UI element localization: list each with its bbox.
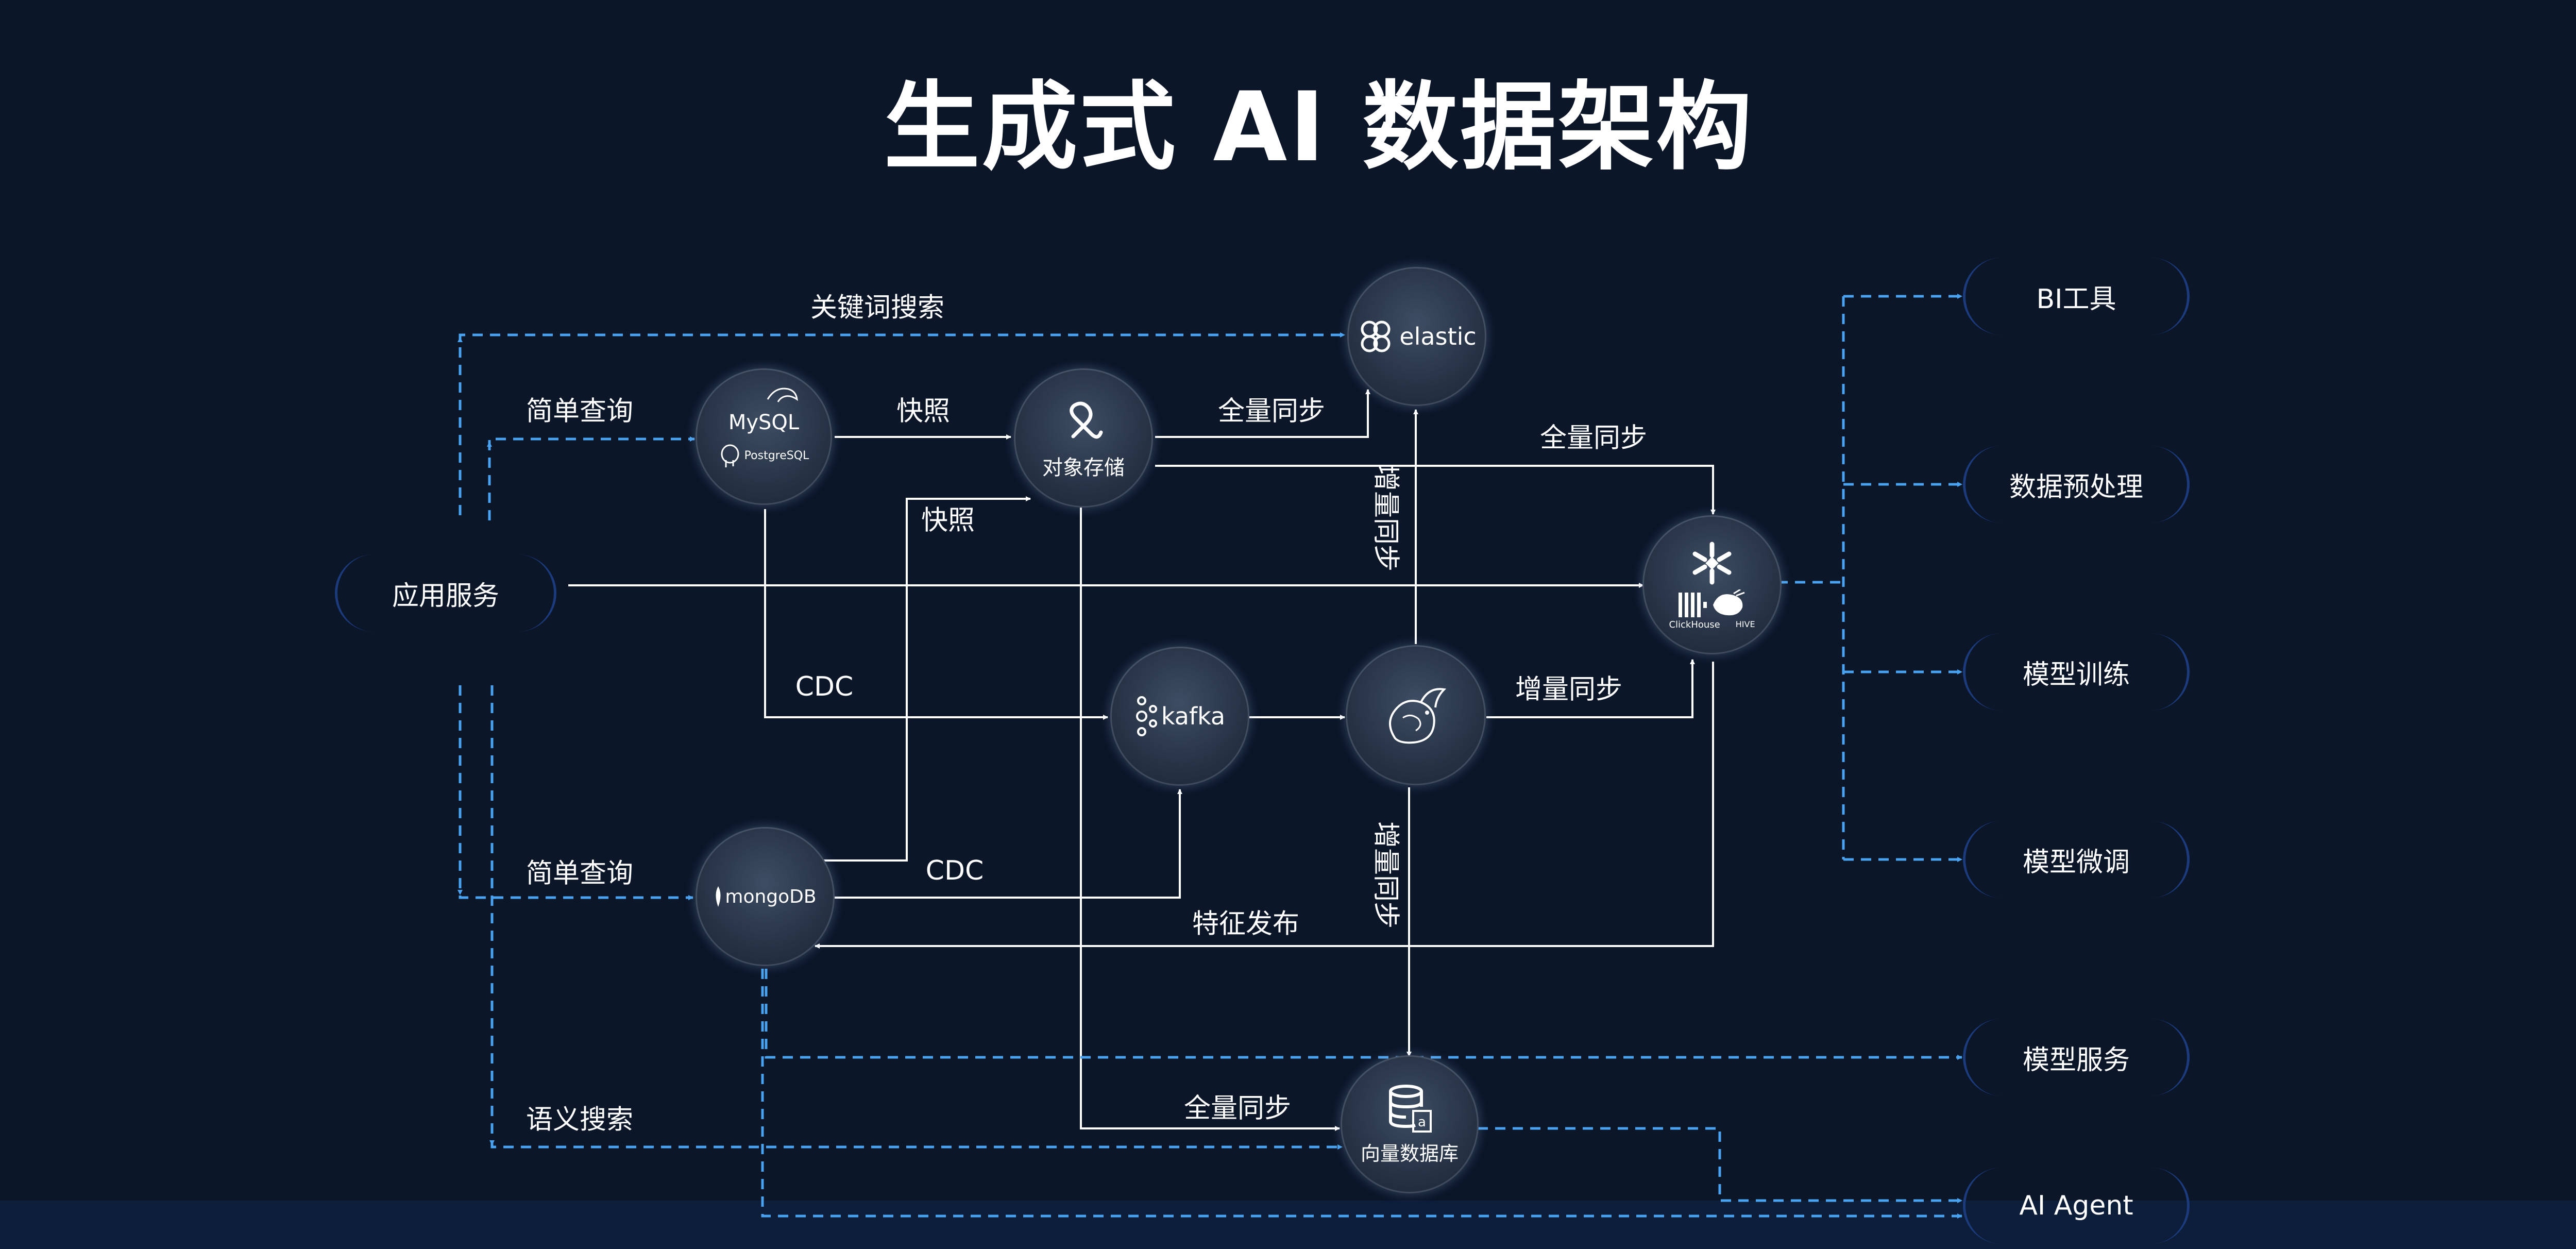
edge-mysql-kafka — [764, 509, 1108, 720]
app-service-node[interactable]: 应用服务 — [335, 554, 556, 632]
snowflake-icon — [1692, 542, 1732, 584]
kafka-label: kafka — [1161, 702, 1226, 730]
flink-squirrel-icon — [1389, 688, 1447, 744]
label-snapshot-top: 快照 — [896, 396, 951, 427]
mysql-label: MySQL — [728, 410, 800, 434]
label-incremental-warehouse: 增量同步 — [1515, 674, 1623, 705]
consumer-model-finetune-label: 模型微调 — [2022, 847, 2130, 878]
label-incremental-vertical-top: 增量同步 — [1370, 464, 1401, 572]
label-simple-query-bottom: 简单查询 — [526, 858, 634, 889]
label-feature-publish: 特征发布 — [1192, 908, 1300, 940]
dolphin-icon — [767, 387, 798, 402]
consumer-model-training-label: 模型训练 — [2022, 659, 2130, 690]
consumer-model-service-label: 模型服务 — [2022, 1044, 2130, 1076]
svg-text:a: a — [1418, 1115, 1426, 1130]
mongodb-label: mongoDB — [725, 886, 817, 907]
consumer-model-training[interactable]: 模型训练 — [1963, 633, 2190, 711]
edge-warehouse-mongo — [815, 662, 1714, 949]
label-full-sync-vector: 全量同步 — [1183, 1093, 1292, 1124]
edge-mongo-agent — [761, 969, 1962, 1219]
label-full-sync-elastic: 全量同步 — [1217, 396, 1326, 427]
kafka-logo-icon — [1136, 696, 1157, 736]
bottom-band — [0, 1201, 2576, 1249]
edge-mongo-kafka — [835, 789, 1182, 899]
vector-database-label: 向量数据库 — [1360, 1142, 1459, 1165]
consumer-model-service[interactable]: 模型服务 — [1963, 1019, 2190, 1096]
data-warehouse-node[interactable]: ClickHouse HIVE — [1642, 515, 1782, 654]
consumer-bi-tools[interactable]: BI工具 — [1963, 258, 2190, 335]
label-full-sync-warehouse: 全量同步 — [1539, 423, 1648, 454]
consumer-data-preprocessing-label: 数据预处理 — [2009, 471, 2143, 503]
object-storage-icon — [1070, 401, 1103, 439]
label-keyword-search: 关键词搜索 — [810, 292, 945, 324]
label-cdc-mongo: CDC — [925, 855, 984, 886]
edge-objstore-warehouse — [1155, 465, 1716, 515]
mongodb-leaf-icon — [716, 886, 721, 907]
consumer-bi-tools-label: BI工具 — [2036, 283, 2116, 315]
edge-objstore-elastic — [1155, 389, 1370, 438]
vector-database-node[interactable]: a 向量数据库 — [1341, 1055, 1479, 1193]
edge-flink-warehouse — [1486, 659, 1695, 718]
edge-vector-agent — [1478, 1127, 1962, 1203]
consumer-model-finetune[interactable]: 模型微调 — [1963, 821, 2190, 898]
hive-label: HIVE — [1735, 619, 1755, 629]
mysql-postgresql-node[interactable]: MySQL PostgreSQL — [696, 368, 832, 505]
hive-bee-icon — [1713, 589, 1745, 615]
consumer-ai-agent-label: AI Agent — [2019, 1190, 2133, 1221]
edge-mongo-objstore — [817, 496, 1031, 862]
kafka-node[interactable]: kafka — [1110, 647, 1249, 786]
elastic-logo-icon — [1361, 320, 1391, 352]
label-incremental-vertical-bottom: 增量同步 — [1370, 821, 1401, 929]
object-storage-label: 对象存储 — [1042, 456, 1125, 480]
label-simple-query-top: 简单查询 — [526, 396, 634, 427]
label-cdc-mysql: CDC — [795, 671, 854, 702]
object-storage-node[interactable]: 对象存储 — [1014, 368, 1153, 508]
postgresql-elephant-icon — [721, 444, 739, 467]
edge-objstore-vector — [1080, 508, 1340, 1131]
clickhouse-label: ClickHouse — [1669, 619, 1720, 630]
vector-database-icon: a — [1389, 1084, 1432, 1133]
mongodb-node[interactable]: mongoDB — [696, 827, 835, 966]
elastic-label: elastic — [1399, 323, 1477, 350]
clickhouse-icon — [1679, 592, 1707, 617]
edge-simple-query-top — [488, 436, 695, 520]
app-service-label: 应用服务 — [392, 580, 499, 612]
label-snapshot-mongo: 快照 — [921, 505, 975, 536]
postgresql-label: PostgreSQL — [744, 449, 809, 462]
consumer-data-preprocessing[interactable]: 数据预处理 — [1963, 446, 2190, 523]
edge-mongo-model-service — [765, 969, 1962, 1060]
page-title: 生成式 AI 数据架构 — [884, 71, 1754, 183]
flink-node[interactable] — [1346, 645, 1486, 785]
label-semantic-search: 语义搜索 — [526, 1104, 634, 1136]
edge-semantic-search — [490, 685, 1343, 1150]
elastic-node[interactable]: elastic — [1347, 267, 1486, 406]
consumer-ai-agent[interactable]: AI Agent — [1963, 1168, 2190, 1244]
